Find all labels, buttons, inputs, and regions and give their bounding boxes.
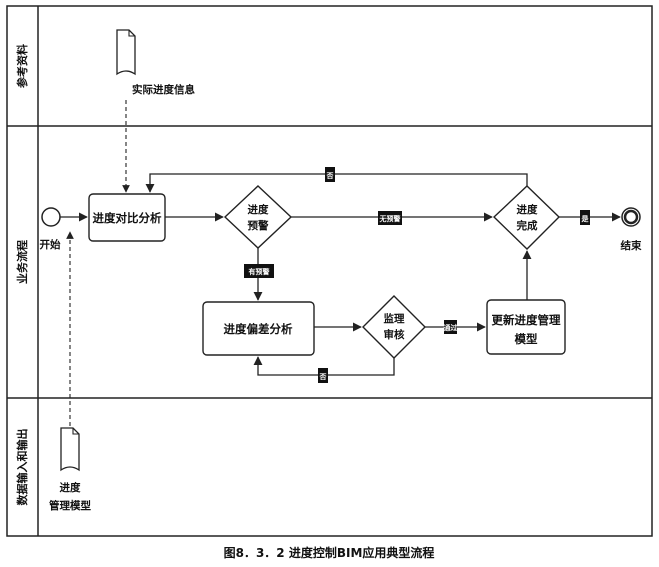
edge-tag-approved <box>444 320 457 334</box>
task-deviation-analysis <box>202 301 315 356</box>
task-deviation-analysis-label: 进度偏差分析 <box>224 322 293 336</box>
edge-tag-loop-back-text: 否 <box>326 172 334 180</box>
edge-tag-rejected-text: 否 <box>319 373 327 381</box>
swimlane-frame <box>6 5 653 537</box>
edge-tag-no-warning-text: 无预警 <box>379 214 401 223</box>
gateway-complete-label-line1: 进度 <box>517 203 538 216</box>
edge-tag-has-warning <box>244 264 274 278</box>
task-compare-analysis-label: 进度对比分析 <box>93 211 162 225</box>
lane-label-reference: 参考资料 <box>15 44 29 88</box>
edge-tag-has-warning-text: 有预警 <box>249 267 270 276</box>
gateway-supervision-label-line2: 审核 <box>384 328 405 341</box>
document-icon-actual-progress <box>116 29 136 76</box>
start-event-label: 开始 <box>40 238 61 251</box>
task-update-model-label-line1: 更新进度管理 <box>492 313 561 327</box>
gateway-supervision-review <box>362 295 426 359</box>
edge-tag-approved-text: 通过 <box>444 323 458 332</box>
gateway-progress-complete <box>492 185 560 250</box>
gateway-complete-label-line2: 完成 <box>517 219 538 232</box>
edge-tag-no-warning <box>378 211 402 225</box>
flow-complete-loop-back <box>145 173 528 193</box>
edge-tag-done <box>580 210 590 225</box>
end-event-label: 结束 <box>621 239 642 252</box>
edge-tag-done-text: 是 <box>581 214 590 223</box>
gateway-progress-warning <box>223 185 293 249</box>
gateway-warning-label-line1: 进度 <box>248 203 269 216</box>
lane-label-data-io: 数据输入和输出 <box>15 429 29 506</box>
task-update-model-label-line2: 模型 <box>515 332 538 346</box>
start-event-icon <box>41 207 61 227</box>
end-event-inner-ring <box>623 209 639 225</box>
document-label-model-line1: 进度 <box>60 481 81 494</box>
gateway-warning-label-line2: 预警 <box>248 219 269 232</box>
document-label-model-line2: 管理模型 <box>49 499 91 512</box>
gateway-supervision-label-line1: 监理 <box>384 312 405 325</box>
figure-caption: 图8．3．2 进度控制BIM应用典型流程 <box>224 545 435 560</box>
lane-label-process: 业务流程 <box>15 240 29 284</box>
document-label-actual-progress: 实际进度信息 <box>132 83 195 96</box>
edge-tag-rejected <box>318 368 328 383</box>
document-icon-progress-model <box>60 427 80 472</box>
edge-tag-loop-back <box>325 167 335 182</box>
task-update-model <box>486 299 566 355</box>
